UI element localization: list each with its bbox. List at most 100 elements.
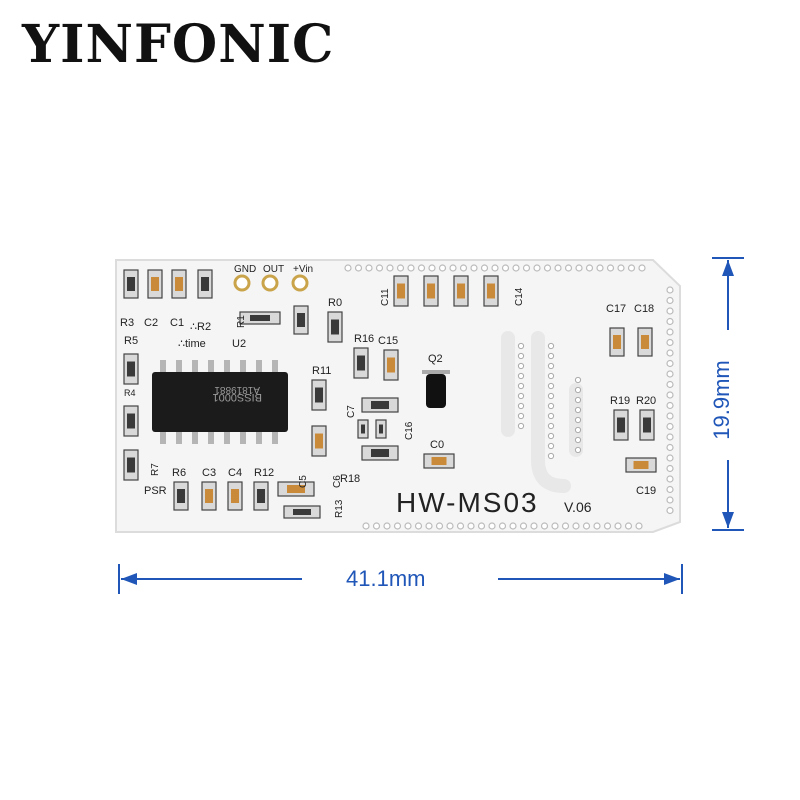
smd-part bbox=[361, 445, 399, 461]
pad-hole bbox=[582, 522, 591, 530]
pad-hole bbox=[666, 307, 674, 315]
label-r7: R7 bbox=[150, 463, 161, 476]
smd-part bbox=[637, 327, 653, 357]
smd-part bbox=[311, 379, 327, 411]
chip-pin bbox=[176, 432, 182, 444]
pad-hole bbox=[530, 522, 538, 530]
pad-hole bbox=[666, 359, 674, 368]
smd-part bbox=[253, 481, 269, 511]
pad-hole bbox=[627, 264, 636, 272]
smd-part bbox=[277, 481, 315, 497]
pad-hole bbox=[666, 454, 674, 462]
chip-pin bbox=[224, 360, 230, 372]
pad-hole bbox=[498, 522, 507, 530]
pad-hole bbox=[561, 522, 570, 530]
pad-hole bbox=[533, 264, 541, 272]
via bbox=[574, 386, 582, 394]
pad-hole bbox=[372, 522, 381, 530]
pad-hole bbox=[666, 496, 674, 504]
pad-hole bbox=[470, 264, 478, 272]
chip-pin bbox=[224, 432, 230, 444]
chip-pin bbox=[256, 360, 262, 372]
pad-hole bbox=[666, 286, 674, 294]
transistor-q2 bbox=[422, 370, 450, 408]
pad-hole bbox=[614, 522, 622, 530]
pad-hole bbox=[666, 370, 674, 378]
pad-hole bbox=[488, 522, 496, 530]
pad-hole bbox=[404, 522, 412, 530]
label-time: ∴time bbox=[178, 338, 206, 350]
smd-part bbox=[123, 449, 139, 481]
pad-hole bbox=[501, 264, 510, 272]
label-c3: C3 bbox=[202, 467, 216, 479]
via bbox=[547, 372, 555, 380]
pad-hole bbox=[666, 412, 674, 420]
pin-label-gnd: GND bbox=[234, 264, 256, 275]
pad-hole bbox=[666, 391, 674, 399]
label-c4: C4 bbox=[228, 467, 242, 479]
label-r12: R12 bbox=[254, 467, 274, 479]
smd-part bbox=[353, 347, 369, 379]
label-r11: R11 bbox=[312, 365, 331, 377]
label-c2: C2 bbox=[144, 317, 158, 329]
pad-hole bbox=[666, 380, 674, 389]
pad-hole bbox=[414, 522, 423, 530]
pad-hole bbox=[354, 264, 363, 272]
label-c5: C5 bbox=[298, 475, 309, 488]
pad-hole bbox=[575, 264, 583, 272]
via bbox=[547, 412, 555, 420]
smd-part bbox=[361, 397, 399, 413]
smd-part bbox=[227, 481, 243, 511]
smd-part bbox=[311, 425, 327, 457]
pad-hole bbox=[666, 349, 674, 357]
chip-pin bbox=[160, 360, 166, 372]
label-r20: R20 bbox=[636, 395, 656, 407]
smd-components bbox=[123, 269, 657, 519]
smd-part bbox=[171, 269, 187, 299]
pad-hole bbox=[666, 401, 674, 410]
smd-part bbox=[609, 327, 625, 357]
via bbox=[547, 442, 555, 450]
via bbox=[547, 392, 555, 400]
pad-hole bbox=[417, 264, 426, 272]
pad-hole bbox=[585, 264, 594, 272]
pad-holes bbox=[344, 264, 674, 530]
brand-logo-text: YINFONIC bbox=[22, 14, 335, 75]
pad-hole bbox=[491, 264, 499, 272]
pad-hole bbox=[365, 264, 373, 272]
pad-hole bbox=[666, 485, 674, 494]
label-c0: C0 bbox=[430, 439, 444, 451]
label-c11: C11 bbox=[380, 288, 391, 306]
label-r1: R1 bbox=[236, 315, 247, 328]
pad-hole bbox=[512, 264, 520, 272]
smd-part bbox=[383, 349, 399, 381]
label-c1: C1 bbox=[170, 317, 184, 329]
label-c16: C16 bbox=[404, 421, 415, 440]
label-c7: C7 bbox=[346, 405, 357, 418]
pad-hole bbox=[362, 522, 370, 530]
pad-hole bbox=[425, 522, 433, 530]
chip-pin bbox=[160, 432, 166, 444]
via bbox=[547, 402, 555, 410]
smd-part bbox=[613, 409, 629, 441]
via bbox=[517, 382, 525, 390]
pad-hole bbox=[666, 328, 674, 336]
pad-hole bbox=[446, 522, 454, 530]
smd-part bbox=[197, 269, 213, 299]
pad-hole bbox=[393, 522, 402, 530]
via bbox=[547, 382, 555, 390]
pad-hole bbox=[344, 264, 352, 272]
label-r2: ∴R2 bbox=[190, 321, 211, 333]
smd-part bbox=[357, 419, 369, 439]
pad-hole bbox=[428, 264, 436, 272]
chip-pin bbox=[192, 432, 198, 444]
model-label: HW-MS03 bbox=[396, 487, 539, 518]
pad-hole bbox=[383, 522, 391, 530]
via bbox=[574, 446, 582, 454]
chip-pin bbox=[208, 360, 214, 372]
pad-hole bbox=[666, 506, 674, 515]
label-psr: PSR bbox=[144, 485, 167, 497]
smd-part bbox=[393, 275, 409, 307]
chip-marking-2: A1819881 bbox=[214, 384, 260, 395]
pad-hole bbox=[603, 522, 612, 530]
